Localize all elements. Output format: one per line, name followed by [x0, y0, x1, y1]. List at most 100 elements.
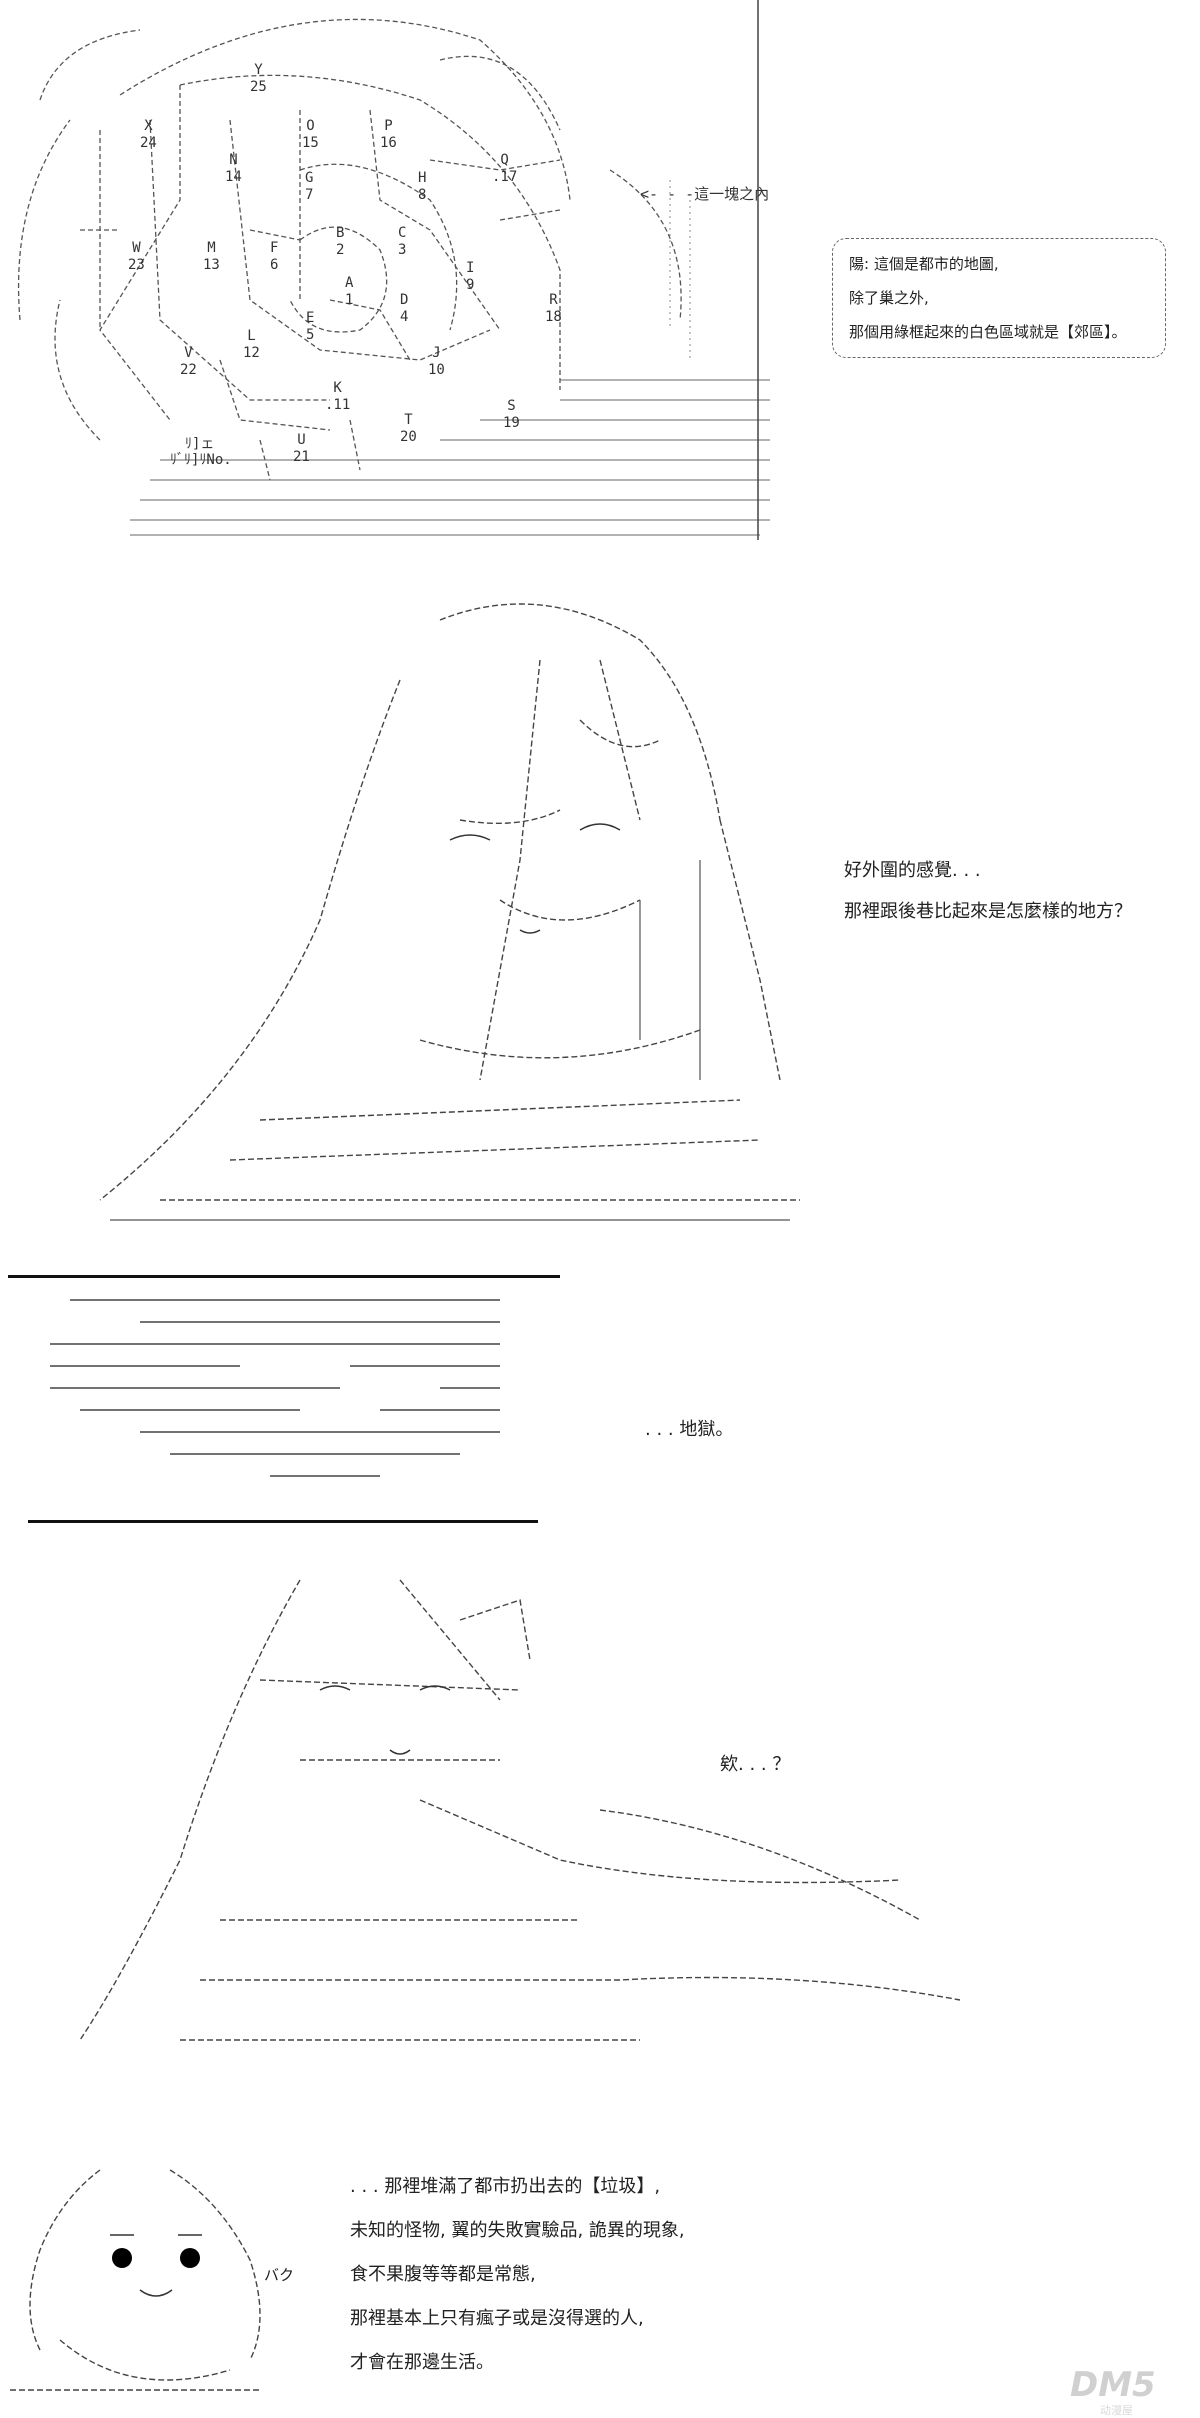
region-number: 21 [293, 449, 310, 465]
map-region-k: K.11 [325, 380, 350, 414]
region-letter: T [404, 412, 413, 428]
region-letter: K [333, 380, 342, 396]
region-number: 9 [466, 277, 475, 293]
dm5-watermark-logo: DM5 [1070, 2365, 1156, 2405]
region-number: 6 [270, 257, 279, 273]
hell-text: . . . 地獄。 [645, 1419, 734, 1440]
region-letter: J [432, 345, 441, 361]
region-number: 18 [545, 309, 562, 325]
baku-left-eye [112, 2248, 132, 2268]
girl-line-2: 那裡跟後巷比起來是怎麼樣的地方？ [844, 901, 1132, 922]
baku-line: 食不果腹等等都是常態, [350, 2264, 536, 2285]
surprised-text: 欸. . . ？ [720, 1754, 791, 1775]
baku-line: 未知的怪物, 翼的失敗實驗品, 詭異的現象, [350, 2220, 685, 2241]
region-number: .11 [325, 397, 351, 413]
region-number: 24 [140, 135, 157, 151]
region-letter: B [336, 225, 345, 241]
region-letter: I [466, 260, 475, 276]
region-number: 4 [400, 309, 409, 325]
region-letter: Y [254, 62, 263, 78]
region-letter: X [144, 118, 153, 134]
baku-creature-ascii-art [10, 2169, 261, 2391]
region-letter: Q [500, 152, 509, 168]
region-letter: C [398, 225, 407, 241]
baku-panel: バク . . . 那裡堆滿了都市扔出去的【垃圾】, 未知的怪物, 翼的失敗實驗品… [0, 2140, 1200, 2418]
region-letter: S [507, 398, 516, 414]
region-letter: O [306, 118, 315, 134]
dark-eyes-ascii-art [50, 1299, 500, 1477]
bubble-line: 除了巢之外, [849, 289, 929, 307]
region-letter: R [549, 292, 558, 308]
region-number: 13 [203, 257, 220, 273]
region-letter: N [229, 152, 238, 168]
region-letter: D [400, 292, 409, 308]
region-letter: P [384, 118, 393, 134]
region-number: 19 [503, 415, 520, 431]
map-explanation-bubble: 陽: 這個是都市的地圖, 除了巢之外, 那個用綠框起來的白色區域就是【郊區】。 [832, 238, 1166, 358]
region-letter: L [247, 328, 256, 344]
baku-line: 才會在那邊生活。 [350, 2352, 494, 2373]
baku-right-eye [180, 2248, 200, 2268]
region-number: 15 [302, 135, 319, 151]
region-number: 2 [336, 242, 345, 258]
baku-line: . . . 那裡堆滿了都市扔出去的【垃圾】, [350, 2176, 661, 2197]
region-letter: M [207, 240, 216, 256]
region-number: 1 [345, 292, 354, 308]
region-number: 10 [428, 362, 445, 378]
region-letter: U [297, 432, 306, 448]
map-region-q: Q.17 [492, 152, 517, 186]
region-number: 8 [418, 187, 427, 203]
surprised-girl-panel: 欸. . . ？ [0, 1560, 1200, 2070]
bubble-line: 陽: 這個是都市的地圖, [849, 255, 999, 273]
region-number: 12 [243, 345, 260, 361]
region-letter: H [418, 170, 427, 186]
region-number: 23 [128, 257, 145, 273]
region-letter: E [306, 310, 315, 326]
baku-sfx: バク [264, 2266, 295, 2284]
region-number: 22 [180, 362, 197, 378]
panel-divider-bottom [28, 1520, 538, 1523]
region-letter: G [305, 170, 314, 186]
region-letter: V [184, 345, 193, 361]
girl-ascii-art [99, 603, 800, 1221]
region-letter: A [345, 275, 354, 291]
region-number: 5 [306, 327, 315, 343]
region-number: 16 [380, 135, 397, 151]
baku-line: 那裡基本上只有瘋子或是沒得選的人, [350, 2308, 644, 2329]
city-map-drawing [17, 0, 770, 540]
bubble-line: 那個用綠框起來的白色區域就是【郊區】。 [849, 323, 1127, 341]
region-number: .17 [492, 169, 518, 185]
dm5-watermark-subtitle: 动漫屋 [1100, 2404, 1133, 2417]
map-ward-tag-2: ﾘﾞﾘ]ﾘNo. [170, 452, 232, 468]
region-number: 7 [305, 187, 314, 203]
region-number: 3 [398, 242, 407, 258]
surprised-girl-ascii-art [79, 1579, 961, 2041]
region-number: 20 [400, 429, 417, 445]
girl-line-1: 好外圍的感覺. . . [844, 860, 981, 881]
region-letter: F [270, 240, 279, 256]
map-ward-tag: ﾘ]ェ [185, 436, 215, 452]
girl-thinking-panel: 好外圍的感覺. . . 那裡跟後巷比起來是怎麼樣的地方？ [0, 560, 1200, 1240]
